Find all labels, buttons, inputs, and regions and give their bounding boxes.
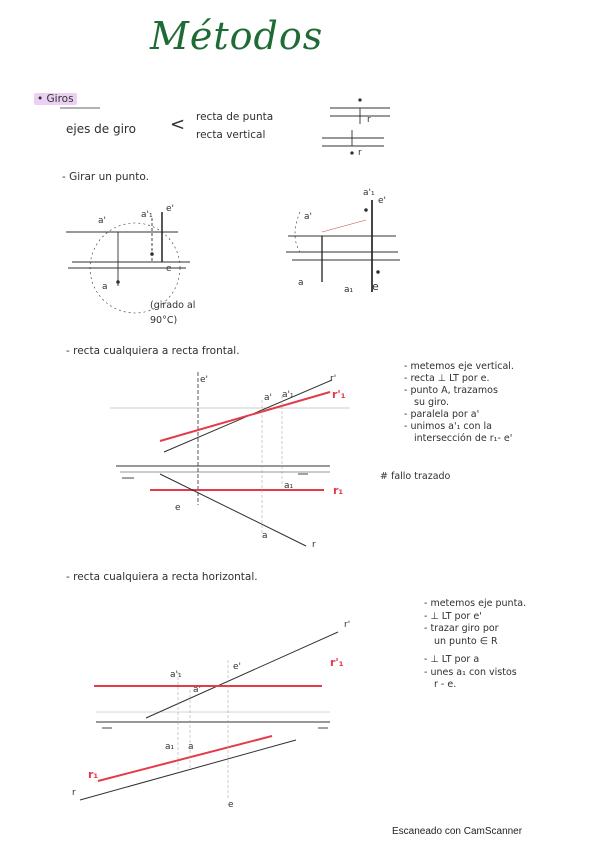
d4-label-a1-prime: a'₁ xyxy=(170,670,182,680)
d4-label-e-prime: e' xyxy=(233,662,242,672)
ejes-label: ejes de giro xyxy=(66,122,136,136)
d3-label-r1-prime: r'₁ xyxy=(332,388,346,401)
d3-label-a1-prime: a'₁ xyxy=(282,390,294,400)
horizontal-steps: - metemos eje punta. - ⊥ LT por e' - tra… xyxy=(424,598,527,690)
diagram-girar-punto-2 xyxy=(286,200,400,292)
d3-label-a: a xyxy=(262,531,268,541)
d4-label-r1-prime: r'₁ xyxy=(330,656,344,669)
frontal-heading: - recta cualquiera a recta frontal. xyxy=(66,345,240,357)
d4-label-a1: a₁ xyxy=(165,742,175,752)
d2-label-e: e xyxy=(372,280,379,293)
d1-label-e: e xyxy=(166,264,172,274)
d3-label-r: r xyxy=(312,540,316,550)
d3-label-r1: r₁ xyxy=(333,484,344,497)
d4-label-a: a xyxy=(188,742,194,752)
d2-label-a-prime: a' xyxy=(304,212,312,222)
diagram-girar-punto-1 xyxy=(66,212,190,314)
d4-label-e: e xyxy=(228,800,234,810)
label-r-mark: r xyxy=(367,115,371,125)
d2-label-e-prime: e' xyxy=(378,196,387,206)
d3-label-e-prime: e' xyxy=(200,375,209,385)
scanner-footer: Escaneado con CamScanner xyxy=(392,826,523,837)
d4-label-r: r xyxy=(72,788,76,798)
horizontal-heading: - recta cualquiera a recta horizontal. xyxy=(66,571,258,583)
d1-label-a-prime: a' xyxy=(98,216,106,226)
d2-label-a: a xyxy=(298,278,304,288)
giros-heading: • Giros xyxy=(34,92,77,106)
giros-symbol-punta xyxy=(330,98,390,124)
label-r-mark-2: r xyxy=(358,148,362,158)
d3-label-r-prime: r' xyxy=(330,374,337,384)
frontal-aside: # fallo trazado xyxy=(380,471,451,482)
frontal-steps: - metemos eje vertical. - recta ⊥ LT por… xyxy=(404,361,514,444)
diagram-recta-horizontal xyxy=(79,631,339,801)
d4-label-a-prime: a' xyxy=(193,685,201,695)
option-recta-vertical: recta vertical xyxy=(196,129,266,141)
girado-note: (girado al 90°C) xyxy=(150,300,196,326)
option-recta-punta: recta de punta xyxy=(196,111,274,123)
d2-label-a1-prime: a'₁ xyxy=(363,188,375,198)
girar-punto-heading: - Girar un punto. xyxy=(62,171,149,183)
diagram-recta-frontal xyxy=(110,372,350,547)
d2-label-a1: a₁ xyxy=(344,285,354,295)
brace-symbol: < xyxy=(170,114,186,135)
giros-symbol-vertical xyxy=(322,130,384,155)
d4-label-r1: r₁ xyxy=(88,768,99,781)
d3-label-e: e xyxy=(175,503,181,513)
d3-label-a-prime: a' xyxy=(264,393,272,403)
d1-label-a1-prime: a'₁ xyxy=(141,210,153,220)
d3-label-a1: a₁ xyxy=(284,481,294,491)
d1-label-e-prime: e' xyxy=(166,204,175,214)
d4-label-r-prime: r' xyxy=(344,620,351,630)
page-title: Métodos xyxy=(150,14,324,58)
d1-label-a: a xyxy=(102,282,108,292)
